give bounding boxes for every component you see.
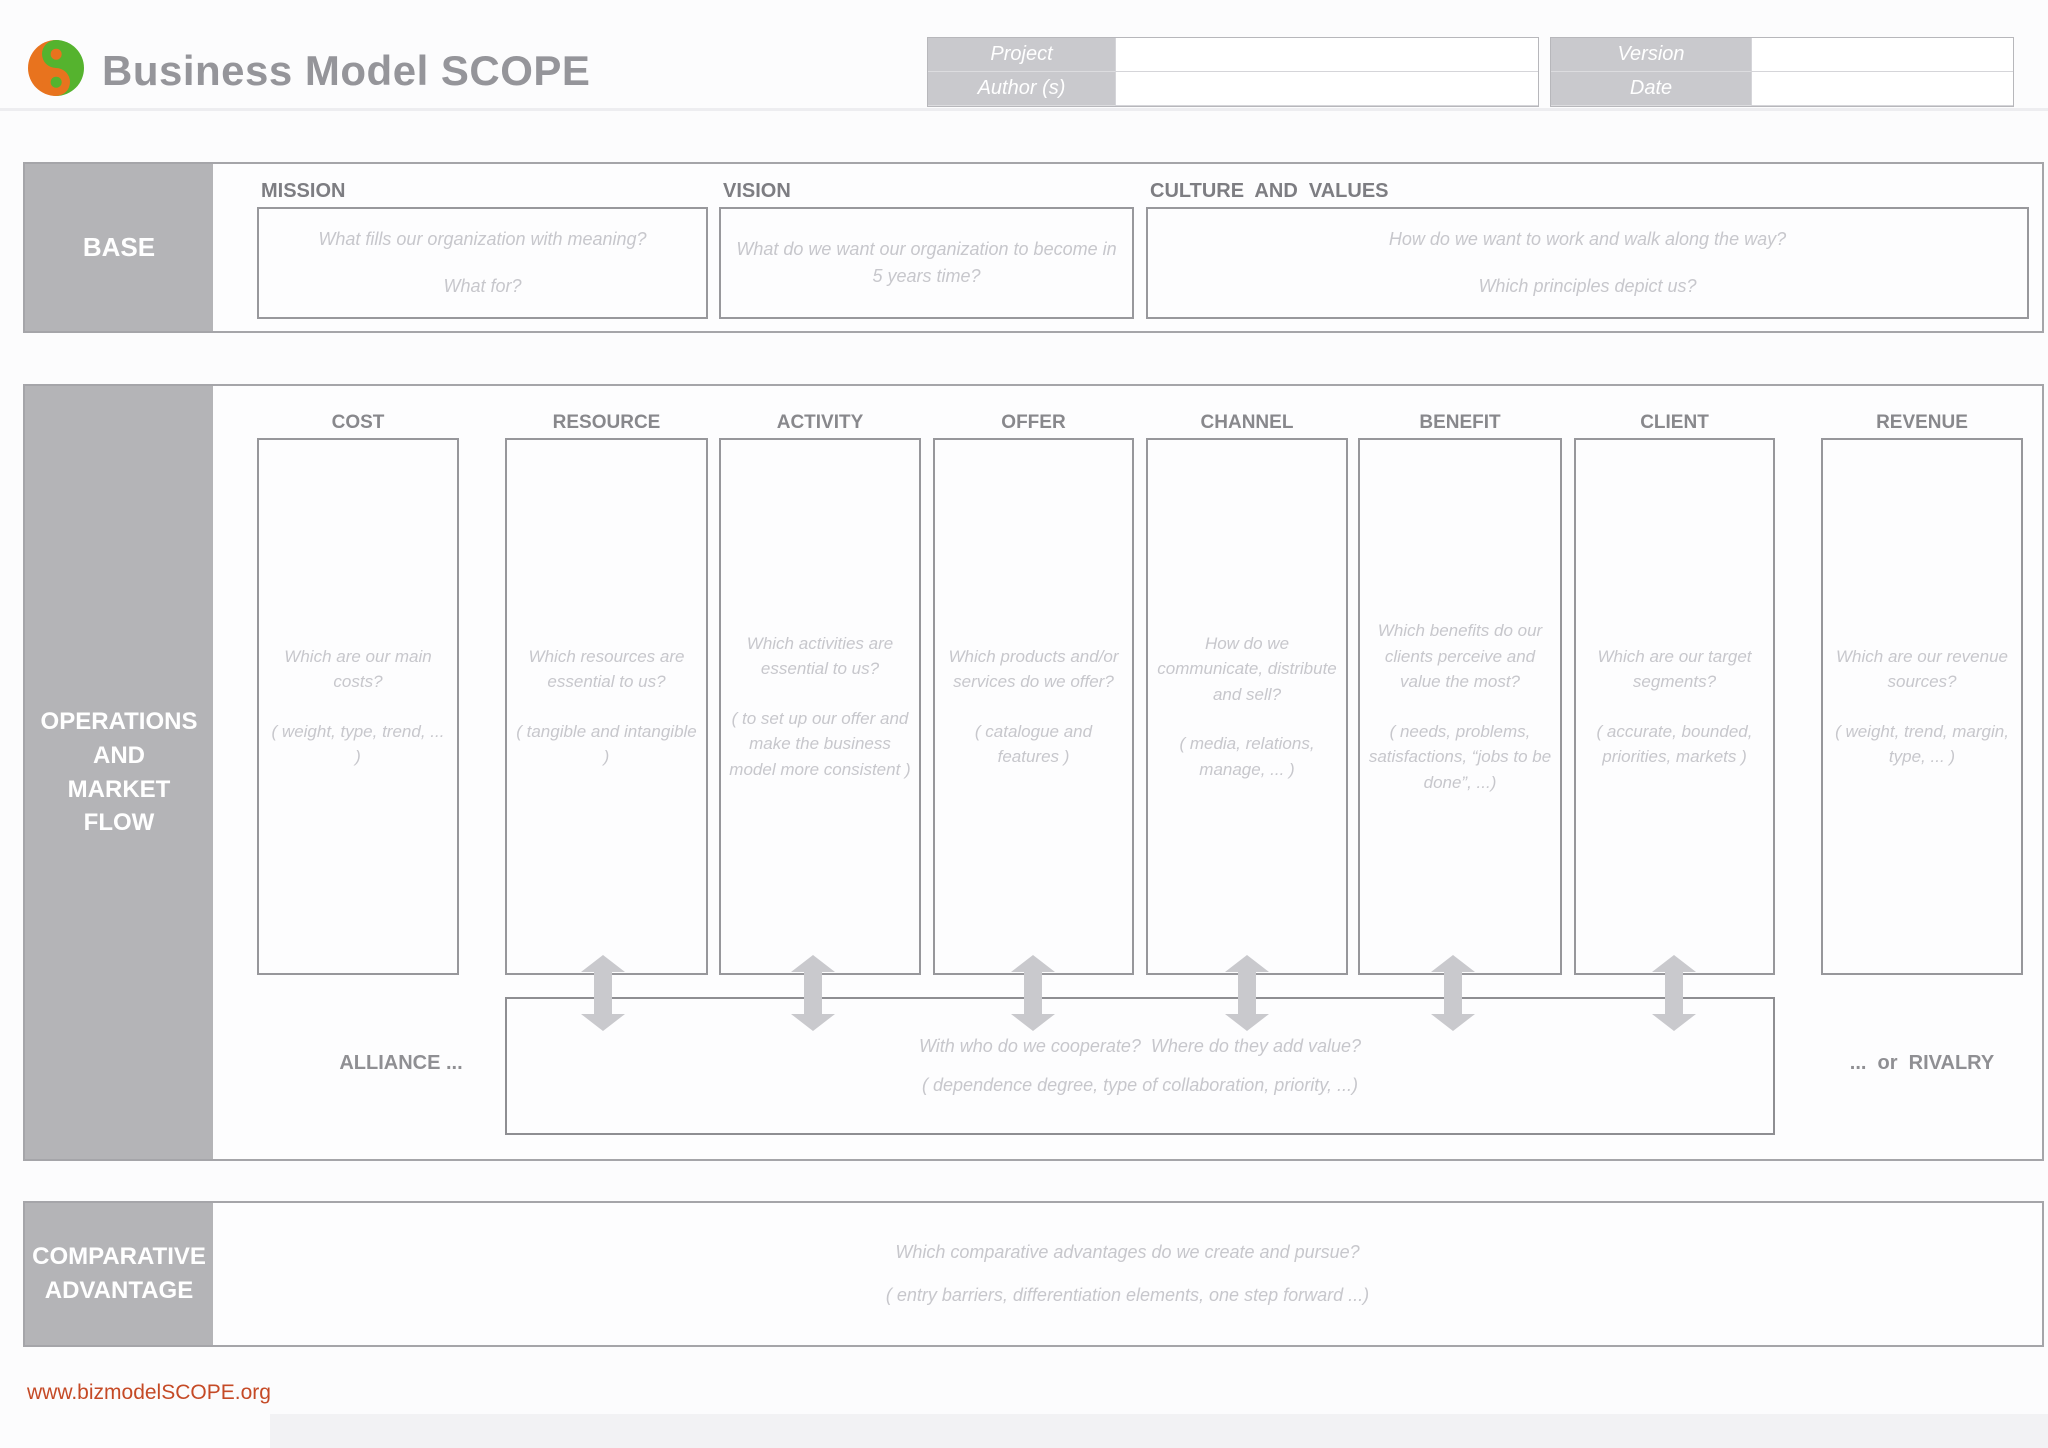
- base-section-label: BASE: [25, 164, 213, 331]
- culture-values-box: How do we want to work and walk along th…: [1146, 207, 2029, 319]
- resource-hint: ( tangible and intangible ): [516, 721, 697, 767]
- resource-box: Which resources are essential to us? ( t…: [505, 438, 708, 975]
- activity-title: ACTIVITY: [776, 412, 864, 433]
- client-hint: ( accurate, bounded, priorities, markets…: [1596, 721, 1753, 767]
- flow-arrow-icon: [1225, 955, 1269, 1031]
- flow-arrow-icon: [1431, 955, 1475, 1031]
- yin-yang-logo-icon: [28, 40, 84, 96]
- version-label: Version: [1551, 38, 1751, 72]
- mission-title: MISSION: [261, 180, 346, 202]
- comparative-question: Which comparative advantages do we creat…: [895, 1242, 1360, 1262]
- project-input[interactable]: [1115, 38, 1538, 72]
- mission-box: What fills our organization with meaning…: [257, 207, 708, 319]
- culture-question: How do we want to work and walk along th…: [1388, 229, 1787, 249]
- activity-box: Which activities are essential to us? ( …: [719, 438, 921, 975]
- revenue-box: Which are our revenue sources? ( weight,…: [1821, 438, 2023, 975]
- vision-title: VISION: [723, 180, 791, 202]
- cost-title: COST: [331, 412, 385, 433]
- header-divider: [0, 108, 2048, 111]
- version-date-form: Version Date: [1550, 37, 2014, 107]
- comparative-hint: ( entry barriers, differentiation elemen…: [885, 1285, 1370, 1305]
- website-link[interactable]: www.bizmodelSCOPE.org: [27, 1381, 271, 1404]
- logo-green-lobe: [42, 40, 70, 68]
- revenue-title: REVENUE: [1876, 412, 1968, 433]
- version-input[interactable]: [1751, 38, 2013, 72]
- client-title: CLIENT: [1640, 412, 1709, 433]
- mission-question-2: What for?: [443, 276, 522, 296]
- benefit-hint: ( needs, problems, satisfactions, “jobs …: [1368, 721, 1552, 792]
- rivalry-label: ... or RIVALRY: [1849, 1052, 1995, 1074]
- logo-orange-lobe: [42, 68, 70, 96]
- culture-question-2: Which principles depict us?: [1478, 276, 1697, 296]
- author-label: Author (s): [928, 72, 1115, 106]
- project-label: Project: [928, 38, 1115, 72]
- flow-arrow-icon: [1011, 955, 1055, 1031]
- operations-section: OPERATIONS AND MARKET FLOW COST Which ar…: [23, 384, 2044, 1161]
- flow-arrow-icon: [1652, 955, 1696, 1031]
- offer-title: OFFER: [1001, 412, 1066, 433]
- date-label: Date: [1551, 72, 1751, 106]
- client-question: Which are our target segments?: [1597, 646, 1752, 692]
- cost-box: Which are our main costs? ( weight, type…: [257, 438, 459, 975]
- flow-arrow-icon: [791, 955, 835, 1031]
- mission-question: What fills our organization with meaning…: [318, 229, 647, 249]
- logo-green-dot: [50, 76, 62, 88]
- channel-box: How do we communicate, distribute and se…: [1146, 438, 1348, 975]
- offer-hint: ( catalogue and features ): [974, 721, 1093, 767]
- client-box: Which are our target segments? ( accurat…: [1574, 438, 1775, 975]
- channel-hint: ( media, relations, manage, ... ): [1179, 734, 1315, 779]
- logo-orange-dot: [50, 48, 62, 60]
- cost-question: Which are our main costs?: [284, 646, 432, 692]
- alliance-box: With who do we cooperate? Where do they …: [505, 997, 1775, 1135]
- comparative-advantage-section: COMPARATIVE ADVANTAGE Which comparative …: [23, 1201, 2044, 1347]
- benefit-box: Which benefits do our clients perceive a…: [1358, 438, 1562, 975]
- alliance-question: With who do we cooperate? Where do they …: [918, 1036, 1362, 1056]
- alliance-hint: ( dependence degree, type of collaborati…: [922, 1075, 1358, 1095]
- benefit-title: BENEFIT: [1419, 412, 1501, 433]
- cost-hint: ( weight, type, trend, ... ): [271, 721, 445, 767]
- revenue-hint: ( weight, trend, margin, type, ... ): [1835, 721, 2009, 767]
- vision-question: What do we want our organization to beco…: [736, 239, 1117, 286]
- author-input[interactable]: [1115, 72, 1538, 106]
- benefit-question: Which benefits do our clients perceive a…: [1377, 621, 1543, 691]
- vision-box: What do we want our organization to beco…: [719, 207, 1134, 319]
- base-section: BASE MISSION What fills our organization…: [23, 162, 2044, 333]
- channel-title: CHANNEL: [1200, 412, 1294, 433]
- revenue-question: Which are our revenue sources?: [1836, 646, 2008, 692]
- channel-question: How do we communicate, distribute and se…: [1157, 633, 1337, 704]
- bottom-strip: [270, 1414, 2048, 1448]
- comparative-advantage-box: Which comparative advantages do we creat…: [213, 1203, 2042, 1345]
- operations-section-label: OPERATIONS AND MARKET FLOW: [25, 386, 213, 1159]
- resource-title: RESOURCE: [552, 412, 661, 433]
- offer-box: Which products and/or services do we off…: [933, 438, 1134, 975]
- flow-arrow-icon: [581, 955, 625, 1031]
- offer-question: Which products and/or services do we off…: [948, 646, 1119, 692]
- date-input[interactable]: [1751, 72, 2013, 106]
- activity-hint: ( to set up our offer and make the busin…: [729, 708, 911, 779]
- project-author-form: Project Author (s): [927, 37, 1539, 107]
- alliance-label: ALLIANCE ...: [339, 1052, 463, 1074]
- page-title: Business Model SCOPE: [102, 47, 591, 94]
- resource-question: Which resources are essential to us?: [528, 646, 685, 692]
- comparative-advantage-label: COMPARATIVE ADVANTAGE: [25, 1203, 213, 1345]
- activity-question: Which activities are essential to us?: [746, 633, 894, 679]
- culture-values-title: CULTURE AND VALUES: [1150, 180, 1389, 202]
